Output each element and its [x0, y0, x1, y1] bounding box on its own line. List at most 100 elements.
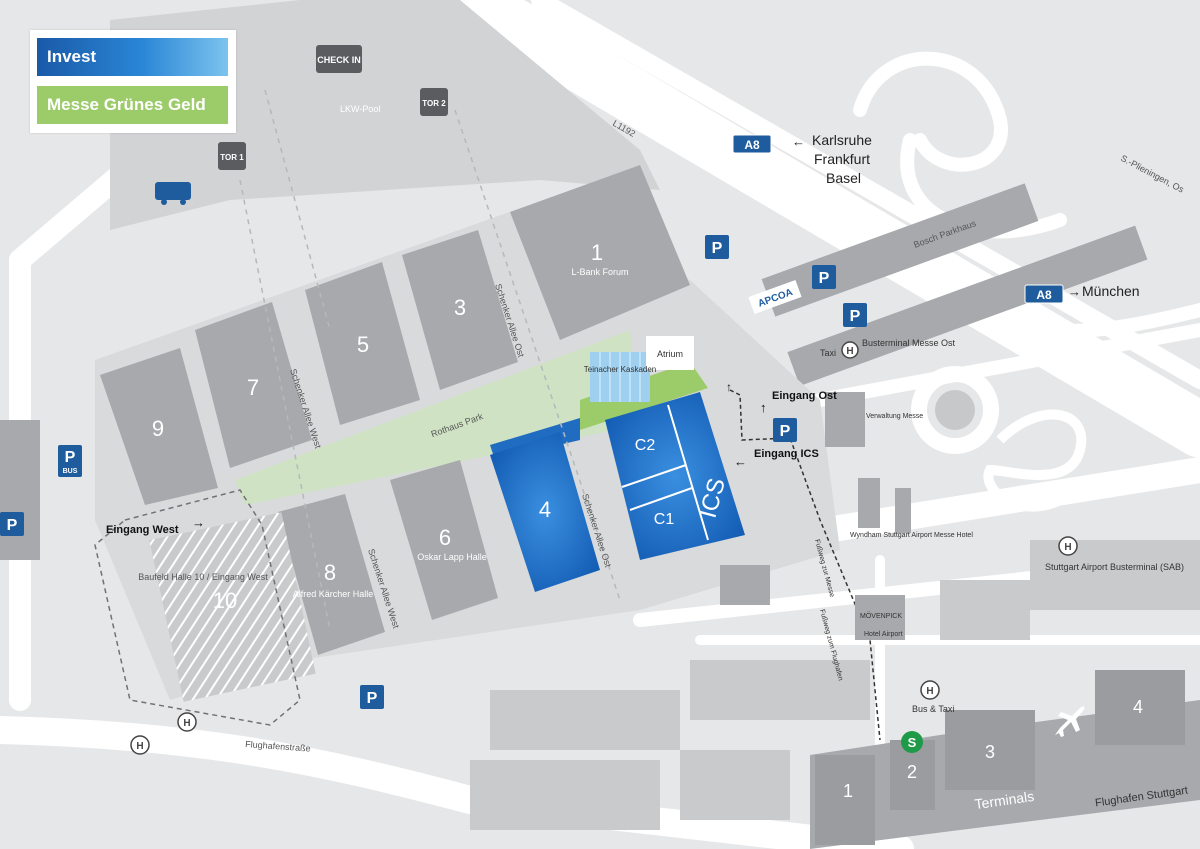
- svg-text:P: P: [65, 449, 76, 466]
- arrow-icon: ↑: [760, 400, 767, 415]
- terminal-4-label: 4: [1133, 697, 1143, 717]
- sbahn-icon: S: [901, 731, 923, 753]
- hall-7: [195, 302, 312, 468]
- ics-building: [605, 392, 745, 560]
- eingang-west-label: Eingang West: [106, 524, 179, 536]
- airport-terminals: 1 2 3 4 Terminals Flughafen Stuttgart: [810, 670, 1200, 849]
- rothaus-park: [235, 330, 640, 505]
- tor-1-sign: TOR 1: [218, 142, 246, 170]
- wyndham-label: Wyndham Stuttgart Airport Messe Hotel: [850, 532, 973, 539]
- arrow-icon: ←: [792, 134, 805, 149]
- bus-stop-icons: H H H H H: [130, 341, 1078, 755]
- arrow-icon: →: [192, 515, 205, 530]
- baufeld-label: Baufeld Halle 10 / Eingang West: [138, 572, 268, 582]
- busterminal-messe-ost-label: Busterminal Messe Ost: [862, 338, 956, 348]
- terminal-2-label: 2: [907, 762, 917, 782]
- svg-text:H: H: [1064, 542, 1071, 553]
- a8-sign-2: A8: [1024, 284, 1064, 304]
- hall-5-number: 5: [357, 332, 369, 357]
- hall-3: [402, 230, 518, 390]
- verwaltung-building: [825, 392, 865, 447]
- svg-text:P: P: [712, 240, 723, 257]
- arrow-icon: →: [1068, 284, 1081, 299]
- hall-6-name: Oskar Lapp Halle: [417, 552, 487, 562]
- svg-text:H: H: [183, 718, 190, 729]
- legend-invest: Invest: [37, 38, 228, 76]
- svg-text:P: P: [819, 270, 830, 287]
- svg-text:H: H: [926, 686, 933, 697]
- stuttgart-airport-busterminal-label: Stuttgart Airport Busterminal (SAB): [1045, 562, 1184, 572]
- tor-2-sign: TOR 2: [420, 88, 448, 116]
- svg-text:P: P: [7, 517, 18, 534]
- parking-icon: P: [773, 418, 797, 442]
- parking-icon: P: [0, 512, 24, 536]
- lkw-pool-label: LKW-Pool: [340, 104, 380, 114]
- hall-4-number: 4: [539, 497, 551, 522]
- roundabout: [911, 366, 999, 454]
- svg-text:P: P: [780, 423, 791, 440]
- bus-stop-icon: H: [920, 680, 940, 700]
- hall-8-name: Alfred Kärcher Halle: [293, 589, 374, 599]
- halls: [100, 165, 690, 702]
- bus-stop-icon: H: [1058, 536, 1078, 556]
- ics-c1-label: C1: [654, 511, 675, 528]
- invest-halls: [490, 392, 745, 592]
- parking-icon: P: [843, 303, 867, 327]
- check-in-sign: CHECK IN: [316, 45, 362, 73]
- hall-6-number: 6: [439, 525, 451, 550]
- hall-9: [100, 348, 218, 505]
- hall-8-number: 8: [324, 560, 336, 585]
- hall-6: [390, 460, 498, 620]
- atrium: [646, 336, 694, 370]
- basel-label: Basel: [826, 170, 861, 186]
- teinacher-label: Teinacher Kaskaden: [584, 365, 657, 374]
- parking-icon: P: [705, 235, 729, 259]
- muenchen-label: München: [1082, 283, 1140, 299]
- parking-icon: P BUS: [58, 445, 82, 477]
- hall-10: [149, 512, 316, 702]
- hall-7-number: 7: [247, 375, 259, 400]
- bus-stop-icon: H: [177, 712, 197, 732]
- parking-icon: P: [360, 685, 384, 709]
- svg-text:H: H: [846, 346, 853, 357]
- arrow-icon: ↑: [726, 380, 732, 394]
- svg-text:P: P: [850, 308, 861, 325]
- bus-taxi-label: Bus & Taxi: [912, 704, 954, 714]
- hall-1-number: 1: [591, 240, 603, 265]
- legend-messe-gruenes-geld: Messe Grünes Geld: [37, 86, 228, 124]
- svg-text:BUS: BUS: [63, 468, 78, 475]
- bus-stop-icon: H: [841, 341, 859, 359]
- moevenpick-hotel-label: Hotel Airport: [864, 631, 903, 638]
- hall-3-number: 3: [454, 295, 466, 320]
- eingang-ics-label: Eingang ICS: [754, 448, 819, 460]
- hall-1: [510, 165, 690, 340]
- frankfurt-label: Frankfurt: [814, 151, 870, 167]
- svg-text:H: H: [136, 741, 143, 752]
- ics-c2-label: C2: [635, 437, 656, 454]
- verwaltung-label: Verwaltung Messe: [866, 413, 923, 420]
- baufeld-outline: [94, 489, 301, 726]
- hall-9-number: 9: [152, 416, 164, 441]
- camper-icon: [155, 182, 191, 205]
- terminal-3-label: 3: [985, 742, 995, 762]
- svg-text:A8: A8: [744, 138, 760, 152]
- karlsruhe-label: Karlsruhe: [812, 132, 872, 148]
- arrow-icon: ←: [734, 454, 747, 469]
- svg-text:TOR 1: TOR 1: [220, 153, 244, 162]
- svg-text:S: S: [908, 735, 917, 750]
- a8-sign-1: A8: [732, 134, 772, 154]
- svg-text:A8: A8: [1036, 288, 1052, 302]
- airplane-icon: [1055, 706, 1085, 737]
- svg-text:P: P: [367, 690, 378, 707]
- surface-blocks: [110, 0, 1200, 830]
- parking-icons: P P P P P P P BUS: [0, 235, 867, 709]
- hall-10-number: 10: [213, 588, 237, 613]
- svg-text:CHECK IN: CHECK IN: [317, 55, 361, 65]
- moevenpick-label: MÖVENPICK: [860, 612, 902, 620]
- hall-4: [490, 432, 600, 592]
- hall-1-name: L-Bank Forum: [571, 267, 628, 277]
- flughafenstrasse-label: Flughafenstraße: [245, 739, 311, 754]
- svg-text:TOR 2: TOR 2: [422, 99, 446, 108]
